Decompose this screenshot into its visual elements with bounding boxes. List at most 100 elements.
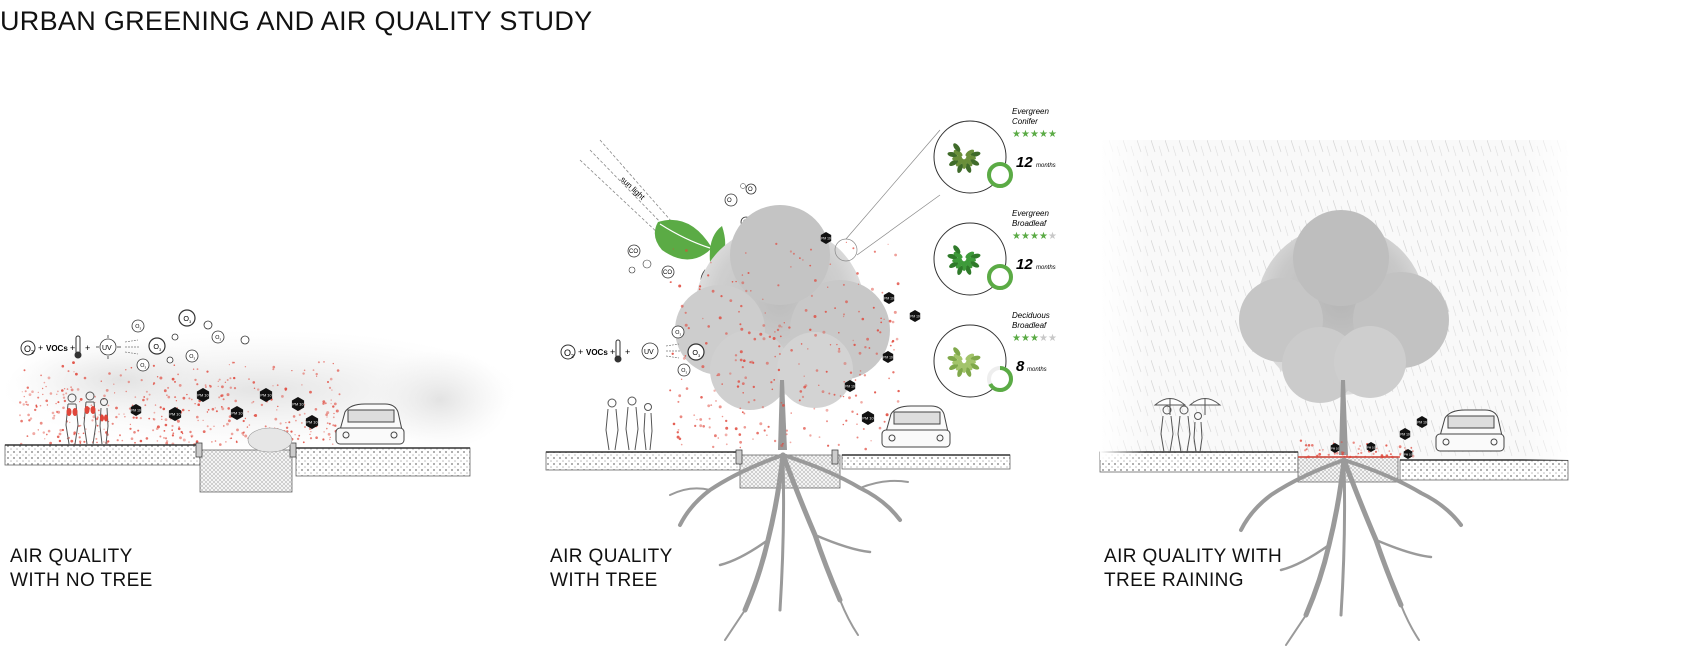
pollution-dot [292,415,296,418]
rating-stars: ★★★★★ [1012,333,1057,344]
pollution-dot [895,337,899,341]
months-ring [987,162,1013,188]
pollution-dot [785,429,788,432]
pollution-dot [814,333,817,337]
pollution-dot [303,412,306,415]
pollution-dot [829,344,832,346]
pollution-dot [63,399,67,403]
svg-text:UV: UV [644,349,654,356]
pollution-dot [852,339,854,342]
pollution-dot [177,373,180,376]
pollution-dot [778,324,782,328]
pollution-dot [302,372,305,375]
pollution-dot [207,408,210,411]
pollution-dot [788,326,791,329]
pollution-dot [21,391,23,393]
pollution-dot [718,405,722,409]
svg-text:O: O [748,187,753,193]
pollution-dot [687,327,690,330]
pollution-dot [734,354,738,357]
pollution-dot [70,388,74,392]
ozone-label: O [183,314,189,323]
star-icon: ★ [1021,129,1030,140]
svg-text:3: 3 [686,371,688,375]
pollution-dot [745,289,748,293]
pollution-dot [211,441,213,443]
pollution-dot [870,287,874,291]
pollution-dot [842,395,845,398]
pollution-dot [843,381,845,383]
pollution-dot [739,358,743,362]
pollution-dot [842,283,845,286]
pollution-dot [113,383,115,385]
pollution-dot [56,393,58,395]
pollution-dot [893,310,897,314]
pm10-hexagon: PM 10 [883,292,895,304]
pollution-dot [176,419,180,423]
pollution-dot [327,381,329,383]
pollution-dot [741,411,744,414]
pollution-dot [790,266,792,268]
pollution-dot [197,403,200,407]
pollution-dot [146,397,149,400]
pollution-dot [42,393,44,396]
pollution-dot [154,404,157,406]
pollution-dot [868,347,871,349]
pollution-dot [742,392,744,394]
pollution-dot [774,355,776,358]
pollution-dot [95,417,99,421]
pollution-dot [127,380,130,384]
pollution-dot [777,284,780,287]
pollution-dot [770,381,773,384]
ozone-label: O [215,335,219,341]
pollution-dot [20,419,23,423]
pollution-dot [253,387,256,389]
pollution-dot [743,359,746,363]
pollution-dot [114,392,116,394]
pollution-dot [843,313,845,316]
sunlight-rays [579,139,673,236]
pollution-dot [800,343,803,345]
star-icon: ★ [1048,129,1057,140]
pollution-dot [741,366,744,369]
star-icon: ★ [1048,231,1057,242]
pollution-dot [153,411,156,414]
pollution-dot [144,404,147,407]
pollution-dot [854,394,858,397]
pollution-dot [218,378,221,381]
pollution-dot [333,402,337,406]
pollution-dot [228,415,232,418]
pollution-dot [782,442,784,445]
pollution-dot [228,419,231,423]
pollution-dot [272,368,275,371]
pollution-dot [873,250,876,253]
pollution-dot [45,433,48,436]
pollution-dot [35,404,38,407]
pollution-dot [230,437,233,440]
pollution-dot [83,376,87,380]
pollution-dot [209,384,211,387]
pollution-dot [124,416,126,418]
pollution-dot [710,261,712,264]
pollution-dot [815,369,819,372]
pollution-dot [174,396,177,399]
pollution-dot [78,436,81,439]
pollution-dot [743,412,746,415]
pollution-dot [740,327,744,331]
pollution-dot [721,383,723,385]
pollution-dot [810,294,813,297]
pollution-dot [118,413,120,416]
pollution-dot [152,418,155,420]
svg-text:3: 3 [680,333,682,337]
pollution-dot [878,426,882,430]
pollution-dot [333,412,335,415]
pollution-dot [837,443,840,446]
pollution-dot [229,386,232,389]
pollution-dot [241,431,245,435]
pollution-dot [780,401,783,404]
pollution-dot [859,370,862,372]
pollution-dot [107,440,110,443]
pollution-dot [315,372,318,376]
star-icon: ★ [1021,333,1030,344]
